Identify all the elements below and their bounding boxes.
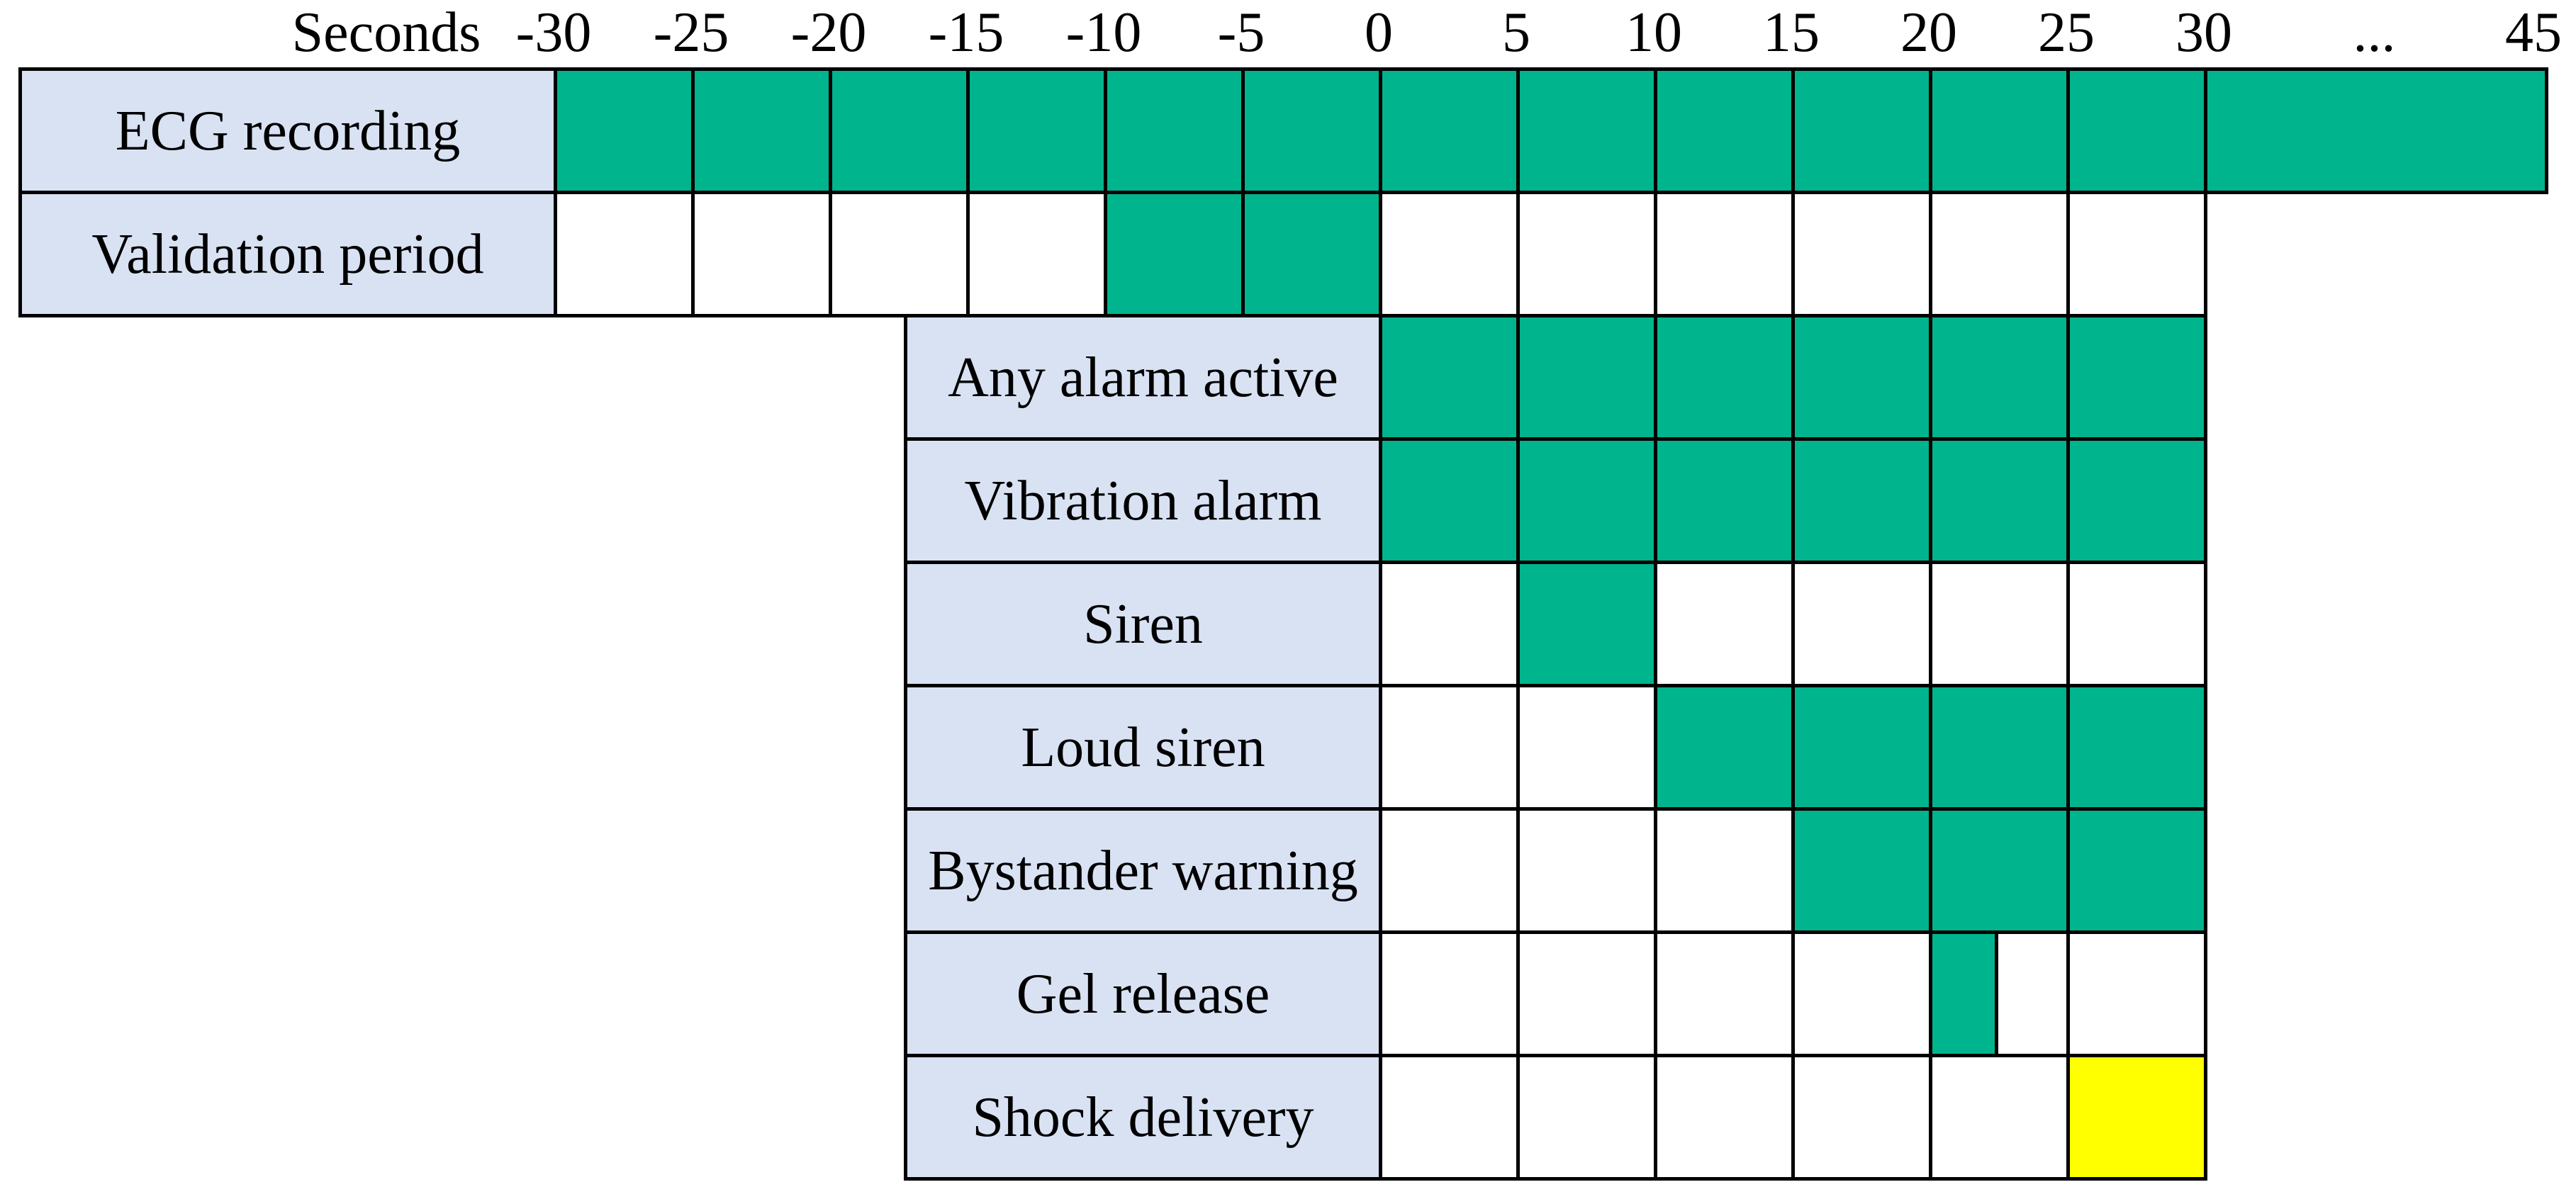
axis-tick--20: -20 [790, 1, 867, 64]
axis-tick--10: -10 [1065, 1, 1142, 64]
cell-gel-release-0to5-inactive [1379, 930, 1520, 1057]
axis-tick-0: 0 [1365, 1, 1393, 64]
axis-tick--25: -25 [653, 1, 729, 64]
cell-bystander-warning-25to30-active [2066, 807, 2207, 934]
time-axis: Seconds -30 -25 -20 -15 -10 -5 0 5 10 15 20 25 30...… [0, 0, 2576, 67]
cell-ecg-recording-20to25-active [1929, 67, 2070, 194]
cell-shock-delivery-25to30-active [2066, 1054, 2207, 1181]
cell-any-alarm-active-0to5-active [1379, 314, 1520, 441]
cell-ecg-recording-15to20-active [1791, 67, 1932, 194]
cell-bystander-warning-15to20-active [1791, 807, 1932, 934]
cell-ecg-recording--25to-20-active [691, 67, 832, 194]
cell-validation-period-10to15-inactive [1654, 191, 1795, 317]
row-label-shock-delivery: Shock delivery [904, 1054, 1382, 1181]
axis-tick-45: 45 [2505, 1, 2562, 64]
cell-any-alarm-active-10to15-active [1654, 314, 1795, 441]
cell-gel-release-20to22.4-active [1929, 930, 1999, 1057]
cell-shock-delivery-0to5-inactive [1379, 1054, 1520, 1181]
axis-title-seconds: Seconds [291, 1, 481, 64]
cell-bystander-warning-0to5-inactive [1379, 807, 1520, 934]
cell-siren-10to15-inactive [1654, 561, 1795, 687]
cell-bystander-warning-5to10-inactive [1516, 807, 1657, 934]
cell-loud-siren-5to10-inactive [1516, 684, 1657, 811]
cell-ecg-recording--30to-25-active [554, 67, 695, 194]
row-label-any-alarm-active: Any alarm active [904, 314, 1382, 441]
cell-vibration-alarm-0to5-active [1379, 437, 1520, 564]
cell-siren-25to30-inactive [2066, 561, 2207, 687]
cell-gel-release-25to30-inactive [2066, 930, 2207, 1057]
cell-vibration-alarm-10to15-active [1654, 437, 1795, 564]
axis-tick-20: 20 [1900, 1, 1957, 64]
cell-gel-release-5to10-inactive [1516, 930, 1657, 1057]
axis-tick-30: 30 [2175, 1, 2232, 64]
cell-loud-siren-15to20-active [1791, 684, 1932, 811]
axis-tick--30: -30 [515, 1, 592, 64]
cell-shock-delivery-20to25-inactive [1929, 1054, 2070, 1181]
cell-vibration-alarm-20to25-active [1929, 437, 2070, 564]
cell-vibration-alarm-25to30-active [2066, 437, 2207, 564]
cell-bystander-warning-10to15-inactive [1654, 807, 1795, 934]
cell-validation-period-25to30-inactive [2066, 191, 2207, 317]
cell-validation-period-0to5-inactive [1379, 191, 1520, 317]
cell-validation-period-20to25-inactive [1929, 191, 2070, 317]
cell-validation-period--30to-25-inactive [554, 191, 695, 317]
axis-tick-10: 10 [1625, 1, 1682, 64]
row-label-ecg-recording: ECG recording [18, 67, 557, 194]
axis-tick-dotdotdot: ... [2353, 1, 2396, 64]
cell-loud-siren-25to30-active [2066, 684, 2207, 811]
cell-any-alarm-active-20to25-active [1929, 314, 2070, 441]
cell-any-alarm-active-15to20-active [1791, 314, 1932, 441]
cell-shock-delivery-10to15-inactive [1654, 1054, 1795, 1181]
row-label-validation-period: Validation period [18, 191, 557, 317]
cell-loud-siren-10to15-active [1654, 684, 1795, 811]
cell-validation-period--15to-10-inactive [966, 191, 1107, 317]
cell-validation-period--20to-15-inactive [829, 191, 970, 317]
cell-ecg-recording--10to-5-active [1104, 67, 1245, 194]
cell-ecg-recording-25to30-active [2066, 67, 2207, 194]
row-label-bystander-warning: Bystander warning [904, 807, 1382, 934]
cell-gel-release-10to15-inactive [1654, 930, 1795, 1057]
cell-vibration-alarm-15to20-active [1791, 437, 1932, 564]
cell-siren-5to10-active [1516, 561, 1657, 687]
cell-validation-period-15to20-inactive [1791, 191, 1932, 317]
cell-siren-0to5-inactive [1379, 561, 1520, 687]
cell-ecg-recording-30to45-active [2204, 67, 2548, 194]
axis-tick-15: 15 [1763, 1, 1820, 64]
cell-ecg-recording-5to10-active [1516, 67, 1657, 194]
cell-ecg-recording--5to0-active [1241, 67, 1382, 194]
cell-validation-period-5to10-inactive [1516, 191, 1657, 317]
cell-validation-period--25to-20-inactive [691, 191, 832, 317]
cell-gel-release-22.4to25-inactive [1995, 930, 2070, 1057]
cell-validation-period--5to0-active [1241, 191, 1382, 317]
cell-ecg-recording-0to5-active [1379, 67, 1520, 194]
cell-validation-period--10to-5-active [1104, 191, 1245, 317]
row-label-loud-siren: Loud siren [904, 684, 1382, 811]
axis-tick--5: -5 [1217, 1, 1265, 64]
row-label-gel-release: Gel release [904, 930, 1382, 1057]
axis-tick-25: 25 [2038, 1, 2095, 64]
cell-shock-delivery-5to10-inactive [1516, 1054, 1657, 1181]
cell-loud-siren-20to25-active [1929, 684, 2070, 811]
axis-tick-5: 5 [1502, 1, 1530, 64]
cell-vibration-alarm-5to10-active [1516, 437, 1657, 564]
cell-shock-delivery-15to20-inactive [1791, 1054, 1932, 1181]
cell-siren-15to20-inactive [1791, 561, 1932, 687]
row-label-siren: Siren [904, 561, 1382, 687]
cell-gel-release-15to20-inactive [1791, 930, 1932, 1057]
cell-loud-siren-0to5-inactive [1379, 684, 1520, 811]
cell-bystander-warning-20to25-active [1929, 807, 2070, 934]
cell-ecg-recording--15to-10-active [966, 67, 1107, 194]
cell-any-alarm-active-25to30-active [2066, 314, 2207, 441]
cell-ecg-recording-10to15-active [1654, 67, 1795, 194]
cell-any-alarm-active-5to10-active [1516, 314, 1657, 441]
row-label-vibration-alarm: Vibration alarm [904, 437, 1382, 564]
cell-ecg-recording--20to-15-active [829, 67, 970, 194]
cell-siren-20to25-inactive [1929, 561, 2070, 687]
axis-tick--15: -15 [928, 1, 1004, 64]
